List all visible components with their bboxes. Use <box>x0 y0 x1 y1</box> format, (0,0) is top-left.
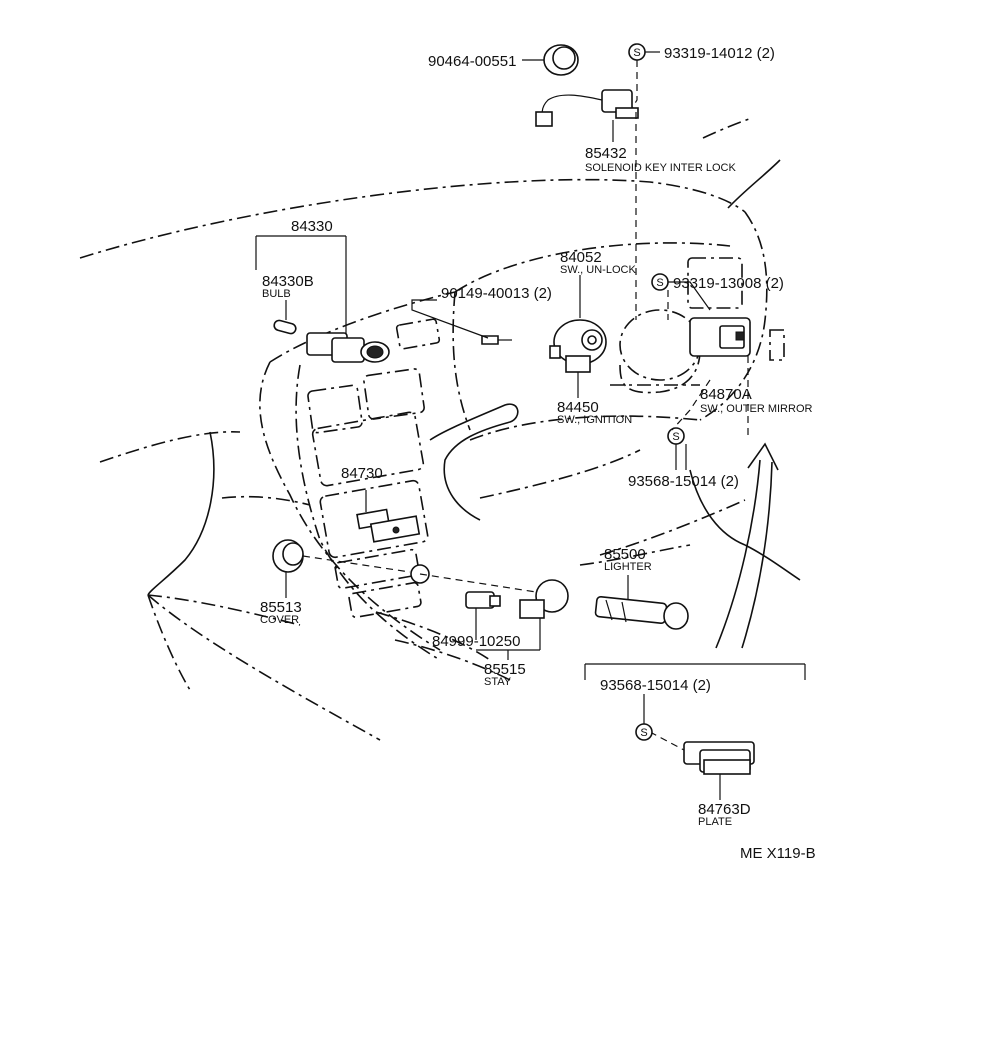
dashboard-outline <box>79 117 801 741</box>
insertion-arrow <box>715 442 779 649</box>
label-84330: 84330 <box>291 218 333 235</box>
screw-symbol-3: S <box>667 427 685 445</box>
label-84999: 84999-10250 <box>432 633 520 650</box>
label-84870A-name: SW., OUTER MIRROR <box>700 403 813 415</box>
switch-84730-graphic <box>356 508 421 543</box>
label-85432-name: SOLENOID KEY INTER LOCK <box>585 162 736 174</box>
label-84450-name: SW., IGNITION <box>557 414 632 426</box>
label-85500: 85500 <box>604 546 646 563</box>
plate-84763D-graphic <box>649 731 755 775</box>
labels: 90464-00551 93319-14012 (2) 85432 SOLENO… <box>260 45 816 862</box>
screw-symbol-2: S <box>651 273 669 291</box>
label-90149: 90149-40013 (2) <box>441 285 552 302</box>
bulb-84330B-graphic <box>273 319 297 335</box>
screw-90149-graphic <box>481 335 512 345</box>
label-84763D-name: PLATE <box>698 816 732 828</box>
svg-text:S: S <box>640 727 647 739</box>
label-85515-name: STAY <box>484 676 512 688</box>
label-85432: 85432 <box>585 145 627 162</box>
label-93568-a: 93568-15014 (2) <box>628 473 739 490</box>
reference-code: ME X119-B <box>740 845 816 862</box>
label-84052: 84052 <box>560 249 602 266</box>
label-85500-name: LIGHTER <box>604 561 652 573</box>
switch-84052-graphic <box>549 319 607 365</box>
indicator-84330-graphic <box>306 332 390 363</box>
label-90464: 90464-00551 <box>428 53 516 70</box>
label-84330B-name: BULB <box>262 288 291 300</box>
label-84730: 84730 <box>341 465 383 482</box>
label-84052-name: SW., UN-LOCK <box>560 264 636 276</box>
label-85513-name: COVER <box>260 614 299 626</box>
label-93319-13008: 93319-13008 (2) <box>673 275 784 292</box>
screw-symbol-1: S <box>628 43 646 61</box>
label-85515: 85515 <box>484 661 526 678</box>
label-93568-b: 93568-15014 (2) <box>600 677 711 694</box>
solenoid-85432-graphic <box>535 89 639 127</box>
lighter-85500-graphic <box>594 595 689 630</box>
clip-90464-graphic <box>543 44 579 76</box>
switch-84450-graphic <box>565 355 591 373</box>
label-85513: 85513 <box>260 599 302 616</box>
lighter-socket-graphic <box>419 573 569 619</box>
svg-text:S: S <box>656 277 663 289</box>
mirror-switch-84870A-graphic <box>689 317 751 357</box>
svg-text:S: S <box>633 47 640 59</box>
label-84870A: 84870A <box>700 386 752 403</box>
label-84330B: 84330B <box>262 273 314 290</box>
leader-lines <box>255 51 806 800</box>
screw-symbol-4: S <box>635 723 653 741</box>
label-84450: 84450 <box>557 399 599 416</box>
svg-text:S: S <box>672 431 679 443</box>
label-93319-14012: 93319-14012 (2) <box>664 45 775 62</box>
label-84763D: 84763D <box>698 801 751 818</box>
